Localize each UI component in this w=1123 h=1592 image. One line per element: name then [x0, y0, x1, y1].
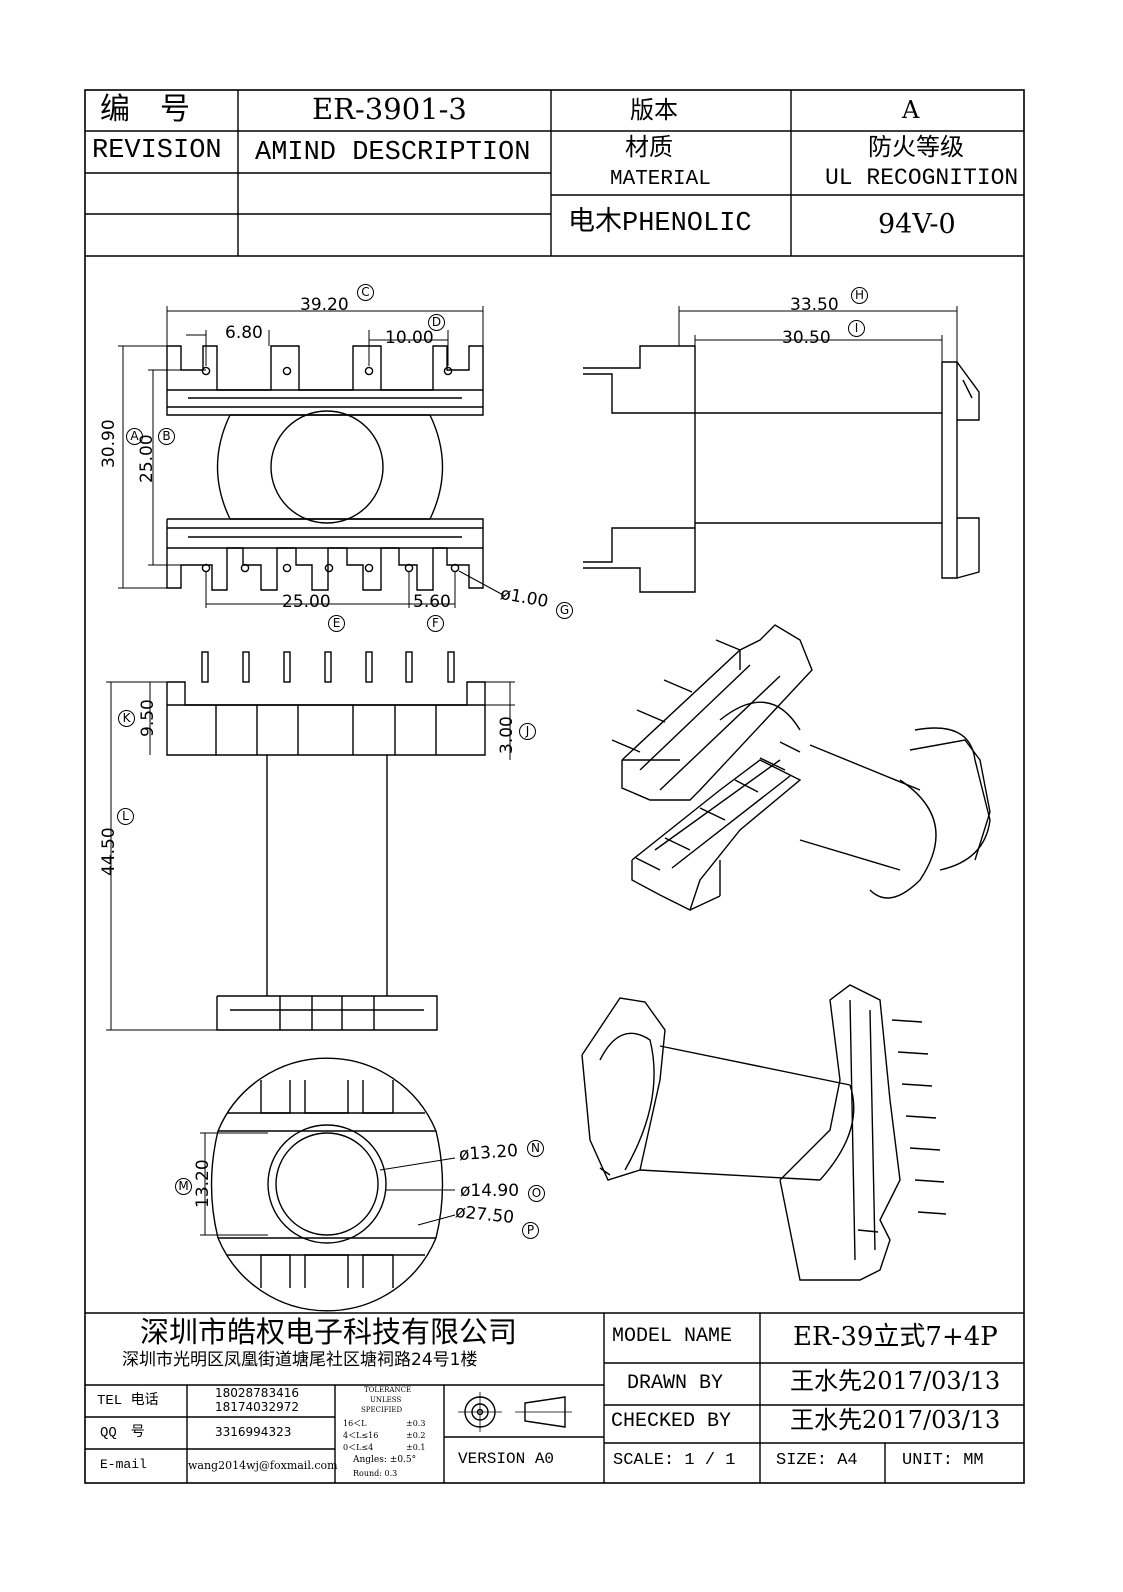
tolerance-head-2: UNLESS: [370, 1396, 402, 1404]
outer-frame: [84, 89, 1025, 1484]
number-label: 编 号: [100, 92, 190, 127]
revision-label: REVISION: [92, 136, 222, 166]
dim-tag-c: C: [357, 284, 374, 301]
dim-flange-gap: 3.00: [497, 716, 517, 754]
version-value: A: [902, 96, 920, 124]
email-label: E-mail: [100, 1457, 147, 1472]
model-label: MODEL NAME: [612, 1325, 733, 1348]
dim-bottom-span: 25.00: [282, 592, 331, 612]
dim-inner-dia: ø13.20: [458, 1140, 519, 1166]
tolerance-value-1: ±0.3: [406, 1419, 426, 1428]
tolerance-range-2: 4＜L≤16: [343, 1431, 379, 1440]
dim-tag-e: E: [328, 615, 345, 632]
material-label-cn: 材质: [625, 133, 673, 161]
tel-1: 18028783416: [215, 1386, 299, 1400]
dim-total-h: 44.50: [99, 827, 119, 876]
tolerance-head-3: SPECIFIED: [361, 1406, 403, 1414]
checked-label: CHECKED BY: [611, 1410, 732, 1433]
tolerance-range-1: 16＜L: [343, 1419, 367, 1428]
dim-height-outer: 30.90: [99, 419, 119, 468]
iso-view-top: [611, 624, 991, 911]
dim-flange-h: 9.50: [138, 699, 158, 737]
qq-value: 3316994323: [215, 1425, 292, 1439]
iso-view-bottom: [581, 984, 947, 1281]
dim-tag-i: I: [848, 320, 865, 337]
tel-label: TEL 电话: [97, 1393, 159, 1409]
dim-side-inner: 30.50: [782, 328, 831, 348]
version-label: 版本: [630, 96, 678, 124]
material-label-en: MATERIAL: [610, 168, 711, 191]
ul-label-cn: 防火等级: [868, 133, 964, 161]
dim-core-h: 13.20: [193, 1159, 213, 1208]
drawn-value: 王水先2017/03/13: [790, 1367, 1001, 1395]
dim-tag-b: B: [158, 428, 175, 445]
dim-tag-k: K: [118, 710, 135, 727]
tolerance-range-3: 0＜L≤4: [343, 1443, 374, 1452]
ul-value: 94V-0: [878, 209, 956, 240]
dim-pin-span-top: 10.00: [385, 328, 434, 348]
tolerance-angles: Angles: ±0.5°: [353, 1455, 417, 1465]
header-table: [85, 90, 1024, 257]
side-view: [583, 306, 980, 593]
drawn-label: DRAWN BY: [627, 1372, 724, 1395]
tolerance-value-2: ±0.2: [406, 1431, 426, 1440]
checked-value: 王水先2017/03/13: [790, 1406, 1001, 1434]
dim-tag-h: H: [851, 287, 868, 304]
scale-label: SCALE: 1 / 1: [613, 1451, 736, 1470]
dim-tag-n: N: [527, 1140, 544, 1157]
dim-tag-o: O: [528, 1185, 545, 1202]
tolerance-value-3: ±0.1: [406, 1443, 426, 1452]
material-value: 电木PHENOLIC: [568, 209, 752, 239]
front-view: [106, 651, 515, 1031]
dim-side-width: 33.50: [790, 295, 839, 315]
dim-top-width: 39.20: [300, 295, 349, 315]
dim-height-inner: 25.00: [137, 434, 157, 483]
dim-pin-offset: 6.80: [225, 323, 263, 343]
dim-tag-p: P: [522, 1222, 539, 1239]
size-label: SIZE: A4: [776, 1451, 858, 1470]
projection-symbol: [458, 1392, 572, 1432]
number-value: ER-3901-3: [312, 92, 467, 126]
amind-label: AMIND DESCRIPTION: [255, 138, 531, 168]
tolerance-head-1: TOLERANCE: [364, 1386, 412, 1394]
dim-tag-m: M: [175, 1178, 192, 1195]
bottom-view: [200, 1057, 456, 1312]
email-value: wang2014wj@foxmail.com: [188, 1459, 338, 1472]
company-name: 深圳市皓权电子科技有限公司: [140, 1315, 518, 1349]
dim-tag-l: L: [117, 808, 134, 825]
title-block-grid: [85, 1312, 1024, 1483]
ul-label-en: UL RECOGNITION: [825, 165, 1019, 191]
version-text: VERSION A0: [458, 1450, 555, 1468]
dim-tag-j: J: [519, 723, 536, 740]
dim-tag-a: A: [126, 428, 143, 445]
dim-tag-f: F: [427, 615, 444, 632]
qq-label: QQ 号: [100, 1425, 145, 1441]
dim-tag-d: D: [428, 314, 445, 331]
dim-outer-dia: ø14.90: [460, 1181, 520, 1201]
dim-pin-pitch: 5.60: [413, 592, 451, 612]
model-value: ER-39立式7+4P: [793, 1322, 998, 1352]
top-view: [118, 306, 506, 608]
company-address: 深圳市光明区凤凰街道塘尾社区塘祠路24号1楼: [122, 1350, 478, 1370]
tel-2: 18174032972: [215, 1400, 299, 1414]
tolerance-round: Round: 0.3: [353, 1469, 398, 1478]
dim-tag-g: G: [556, 602, 573, 619]
unit-label: UNIT: MM: [902, 1451, 984, 1470]
